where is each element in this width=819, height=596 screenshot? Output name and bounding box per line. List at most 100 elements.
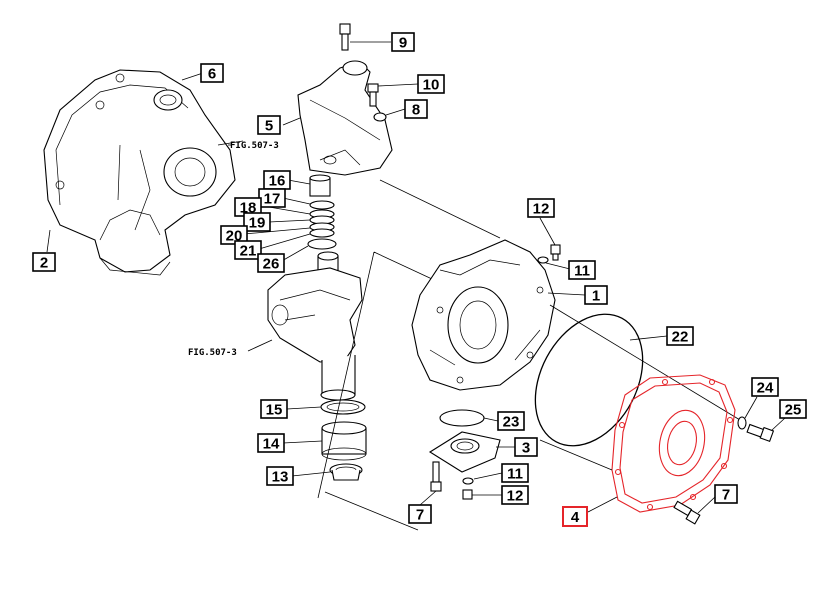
washer-part — [537, 256, 549, 264]
bolt-part — [673, 500, 701, 525]
callout-number: 16 — [269, 173, 286, 190]
callout-box — [404, 99, 428, 119]
seal-part — [320, 399, 366, 415]
upper-bracket-part — [297, 60, 393, 176]
callout-box — [751, 377, 779, 397]
part-callout-25: 25 — [779, 399, 807, 419]
part-callout-12: 12 — [527, 198, 555, 218]
callout-box — [200, 63, 224, 83]
callout-number: 17 — [264, 191, 281, 208]
callout-number: 10 — [423, 77, 440, 94]
part-callout-21: 21 — [234, 240, 262, 260]
callout-box — [714, 484, 738, 504]
callout-number: 22 — [672, 329, 689, 346]
part-callout-5: 5 — [257, 115, 281, 135]
part-callout-15: 15 — [260, 399, 288, 419]
bushing-part — [309, 174, 331, 197]
part-callout-2: 2 — [32, 252, 56, 272]
callout-number: 15 — [266, 402, 283, 419]
washer-part — [307, 238, 337, 250]
part-callout-24: 24 — [751, 377, 779, 397]
fig-reference: FIG.507-3 — [230, 141, 279, 151]
callout-box — [584, 285, 608, 305]
part-callout-11: 11 — [568, 260, 596, 280]
callout-number: 7 — [416, 507, 424, 524]
bushing-part — [321, 421, 367, 461]
part-callout-19: 19 — [243, 212, 271, 232]
callout-box — [501, 463, 529, 483]
part-callout-8: 8 — [404, 99, 428, 119]
part-callout-7: 7 — [408, 504, 432, 524]
bolt-part — [430, 461, 442, 492]
callout-box — [514, 437, 538, 457]
part-callout-26: 26 — [257, 253, 285, 273]
callout-box — [391, 32, 415, 52]
callout-number: 12 — [507, 488, 524, 505]
callout-box — [779, 399, 807, 419]
ring-part — [309, 228, 335, 238]
callout-box — [257, 115, 281, 135]
callout-number: 5 — [265, 118, 273, 135]
callout-number: 26 — [263, 256, 280, 273]
part-callout-14: 14 — [257, 433, 285, 453]
callout-box — [234, 240, 262, 260]
callout-box — [568, 260, 596, 280]
o-ring-part — [309, 200, 335, 210]
callout-number: 11 — [574, 263, 590, 280]
callout-box — [417, 74, 445, 94]
part-callout-9: 9 — [391, 32, 415, 52]
callout-box — [501, 485, 529, 505]
callout-number: 4 — [571, 509, 580, 526]
callout-number: 19 — [249, 215, 266, 232]
bolt-part — [746, 423, 775, 443]
bolt-part — [339, 23, 351, 51]
callout-box — [260, 399, 288, 419]
callout-number: 8 — [412, 102, 420, 119]
part-callout-13: 13 — [266, 466, 294, 486]
part-callout-12: 12 — [501, 485, 529, 505]
part-callout-11: 11 — [501, 463, 529, 483]
kingpin-housing-part — [267, 251, 363, 401]
part-callout-6: 6 — [200, 63, 224, 83]
callout-box — [666, 326, 694, 346]
part-callout-1: 1 — [584, 285, 608, 305]
part-callout-16: 16 — [263, 170, 291, 190]
washer-part — [462, 477, 474, 485]
callout-box — [257, 253, 285, 273]
callout-number: 7 — [722, 487, 730, 504]
callout-number: 23 — [503, 414, 520, 431]
bolt-part — [367, 83, 379, 107]
o-ring-part — [439, 409, 485, 427]
callout-number: 9 — [399, 35, 407, 52]
callout-number: 24 — [757, 380, 774, 397]
part-callout-3: 3 — [514, 437, 538, 457]
part-callout-7: 7 — [714, 484, 738, 504]
flange-part — [428, 431, 501, 473]
washer-part — [373, 112, 387, 122]
final-case-part — [411, 239, 556, 391]
part-callout-10: 10 — [417, 74, 445, 94]
callout-box — [32, 252, 56, 272]
callout-box — [527, 198, 555, 218]
callout-number: 6 — [208, 66, 216, 83]
callout-number: 3 — [522, 440, 530, 457]
callout-number: 13 — [272, 469, 289, 486]
bearing-part — [329, 463, 363, 481]
callout-number: 14 — [263, 436, 280, 453]
bolt-part — [462, 489, 473, 500]
callout-box — [562, 506, 588, 527]
callout-box — [497, 411, 525, 431]
callout-number: 21 — [240, 243, 257, 260]
callout-box — [243, 212, 271, 232]
callout-box — [257, 433, 285, 453]
callout-number: 2 — [40, 255, 48, 272]
callout-number: 12 — [533, 201, 550, 218]
part-callout-22: 22 — [666, 326, 694, 346]
callout-box — [220, 225, 248, 245]
callout-number: 25 — [785, 402, 802, 419]
callout-number: 1 — [592, 288, 600, 305]
fig-reference: FIG.507-3 — [188, 348, 237, 358]
bolt-part — [550, 244, 561, 261]
